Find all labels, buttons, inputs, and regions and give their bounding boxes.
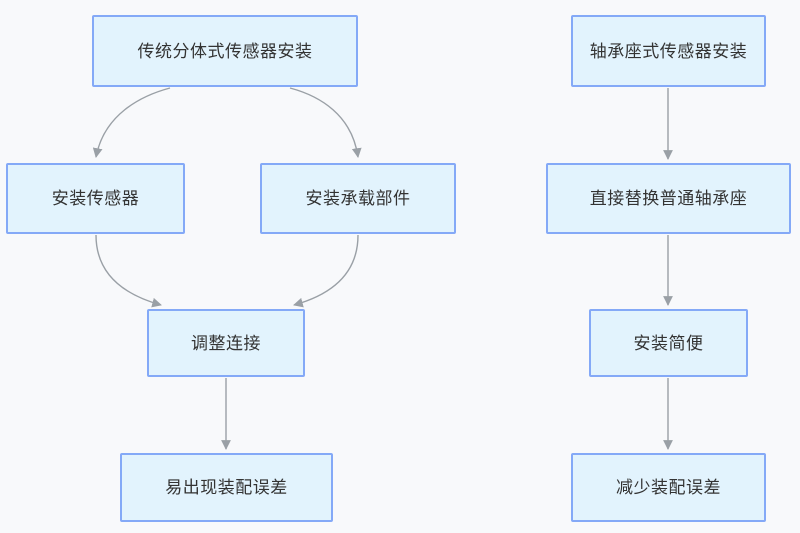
edge-install-sensor-to-adjust: [95, 234, 162, 308]
node-reduce-assembly-error[interactable]: 减少装配误差: [571, 453, 766, 522]
node-traditional-split-sensor-installation[interactable]: 传统分体式传感器安装: [92, 15, 358, 87]
node-bearing-seat-sensor-installation[interactable]: 轴承座式传感器安装: [571, 15, 766, 87]
node-label: 调整连接: [191, 333, 261, 353]
node-label: 传统分体式传感器安装: [137, 41, 313, 61]
node-label: 减少装配误差: [616, 478, 721, 497]
node-label: 安装简便: [633, 333, 704, 353]
node-prone-to-assembly-error[interactable]: 易出现装配误差: [120, 453, 333, 522]
node-label: 轴承座式传感器安装: [589, 41, 748, 61]
node-adjust-connection[interactable]: 调整连接: [147, 309, 305, 377]
edge-traditional-to-install-sensor: [92, 87, 171, 158]
node-direct-replace-ordinary-bearing-seat[interactable]: 直接替换普通轴承座: [546, 163, 791, 234]
node-label: 易出现装配误差: [165, 478, 288, 497]
node-easy-installation[interactable]: 安装简便: [589, 309, 748, 377]
edge-install-carrier-to-adjust: [293, 234, 359, 308]
node-label: 安装承载部件: [305, 189, 411, 208]
edge-traditional-to-install-carrier: [289, 87, 362, 158]
node-label: 安装传感器: [51, 189, 140, 208]
node-install-sensor[interactable]: 安装传感器: [6, 163, 185, 234]
node-install-load-bearing-part[interactable]: 安装承载部件: [260, 163, 456, 234]
node-label: 直接替换普通轴承座: [589, 189, 748, 208]
